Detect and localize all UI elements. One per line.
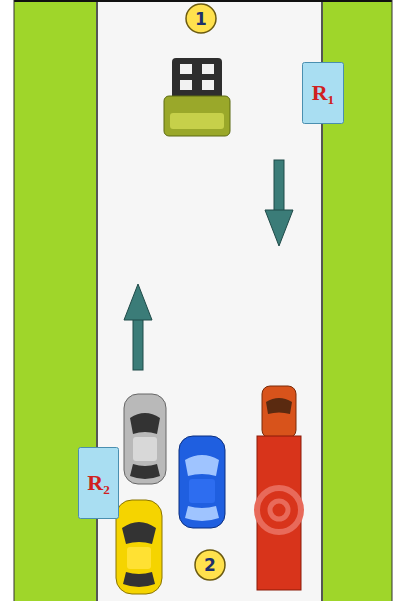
cargo-square [202,64,214,74]
left-border [14,0,15,601]
truck-cargo [172,58,222,100]
truck-cab [262,386,296,438]
cargo-square [180,80,192,90]
truck-trailer [257,436,301,590]
callout-number: 1 [195,9,207,29]
truck-cab [164,96,230,136]
car-roof [133,437,157,461]
car-rear-window [123,572,155,587]
callout-number: 2 [204,555,216,575]
car-body [124,394,166,484]
position-circle-shape [186,4,216,33]
arrow-down [265,160,293,246]
car-rear-window [130,464,160,479]
car-windshield [130,413,160,434]
car-rear-window [185,506,219,521]
road [97,0,322,601]
yellow-car [116,500,162,594]
position-circle-shape [195,550,225,580]
sign-label: R₁ [312,80,334,106]
arrow-shaft [133,318,143,370]
road-sign: R₁ [302,62,344,124]
road-sign-shape [303,63,344,124]
truck-windshield [170,113,224,129]
top-border [14,0,392,2]
arrow-head [265,210,293,246]
truck-windshield [266,398,292,414]
car-roof [189,479,215,503]
trailer-logo [270,501,288,519]
sign-label: R₂ [87,470,109,496]
arrow-up [124,284,152,370]
cargo-square [202,80,214,90]
car-windshield [185,455,219,476]
arrow-shaft [274,160,284,212]
cargo-square [180,64,192,74]
orange-truck [257,386,301,590]
car-roof [127,547,151,569]
position-circle: 1 [185,3,217,34]
trailer-logo [257,488,301,532]
road-sign: R₂ [78,447,119,519]
position-circle: 2 [194,549,226,581]
silver-car [124,394,166,484]
arrow-head [124,284,152,320]
car-windshield [122,522,156,544]
road-sign-shape [79,448,119,519]
green-truck [164,58,230,136]
car-body [116,500,162,594]
right-border [392,0,393,601]
blue-car [179,436,225,528]
car-body [179,436,225,528]
